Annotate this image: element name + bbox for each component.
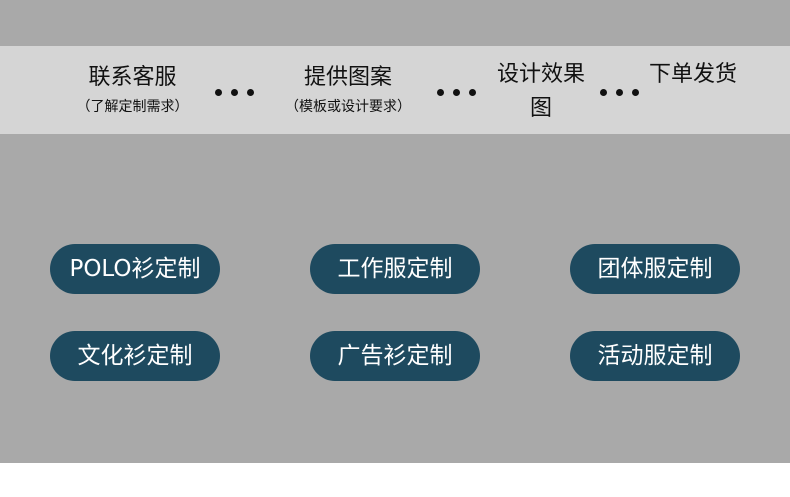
step-note: （了解定制需求） bbox=[76, 99, 189, 115]
culture-shirt-custom-button[interactable]: 文化衫定制 bbox=[50, 331, 220, 381]
step-design-preview: 设计效果图 bbox=[490, 58, 592, 126]
dot bbox=[215, 89, 222, 96]
dot bbox=[600, 89, 607, 96]
workwear-custom-button[interactable]: 工作服定制 bbox=[310, 244, 480, 294]
dot bbox=[469, 89, 476, 96]
step-note: （模板或设计要求） bbox=[285, 99, 411, 115]
step-separator-dots bbox=[215, 89, 254, 97]
dot bbox=[453, 89, 460, 96]
process-steps-band bbox=[0, 46, 790, 134]
step-title: 下单发货 bbox=[648, 62, 737, 87]
dot bbox=[632, 89, 639, 96]
step-provide-pattern: 提供图案 （模板或设计要求） bbox=[268, 62, 428, 116]
dot bbox=[247, 89, 254, 96]
step-title: 提供图案 bbox=[303, 65, 392, 90]
dot bbox=[437, 89, 444, 96]
step-contact-service: 联系客服 （了解定制需求） bbox=[60, 62, 205, 116]
dot bbox=[231, 89, 238, 96]
dot bbox=[616, 89, 623, 96]
event-wear-custom-button[interactable]: 活动服定制 bbox=[570, 331, 740, 381]
step-separator-dots bbox=[600, 89, 639, 97]
step-title: 设计效果图 bbox=[496, 62, 585, 121]
step-title: 联系客服 bbox=[88, 65, 177, 90]
step-separator-dots bbox=[437, 89, 476, 97]
ad-shirt-custom-button[interactable]: 广告衫定制 bbox=[310, 331, 480, 381]
step-order-ship: 下单发货 bbox=[648, 58, 738, 92]
team-wear-custom-button[interactable]: 团体服定制 bbox=[570, 244, 740, 294]
polo-shirt-custom-button[interactable]: POLO衫定制 bbox=[50, 244, 220, 294]
